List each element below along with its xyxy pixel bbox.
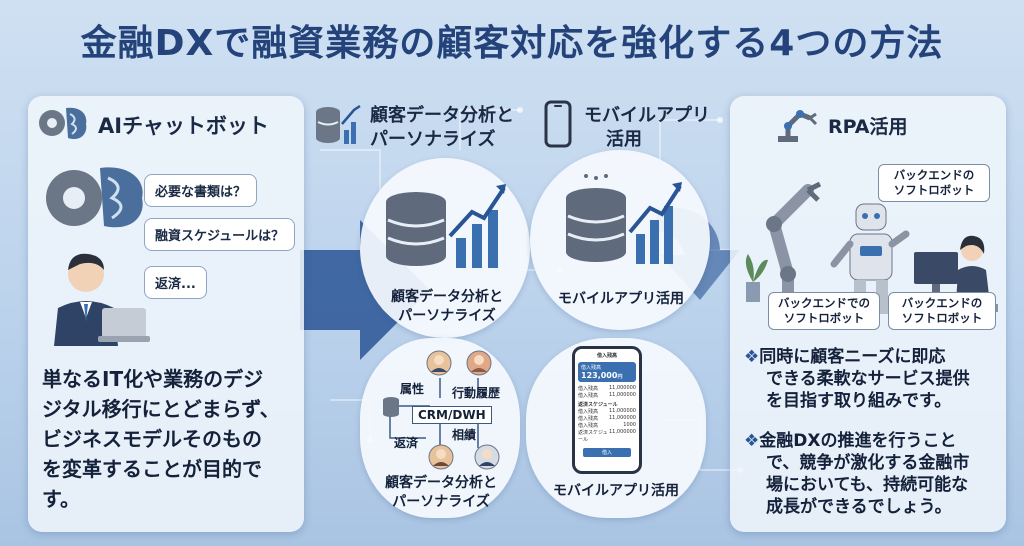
rpa-box-line: バックエンドの bbox=[901, 296, 983, 310]
phone-row-value: 1000 bbox=[623, 422, 636, 428]
rpa-bullet-2: ❖金融DXの推進を行うこと で、競争が激化する金融市 場においても、持続可能な … bbox=[744, 430, 969, 518]
database-icon bbox=[383, 397, 399, 417]
bullet-line: 成長ができるでしょう。 bbox=[766, 497, 952, 517]
phone-balance-label: 借入残高 bbox=[581, 365, 602, 371]
caption-line: パーソナライズ bbox=[398, 308, 496, 324]
database-growth-icon bbox=[386, 184, 506, 268]
ai-chatbot-label: AIチャットボット bbox=[98, 114, 269, 138]
bullet-text: 金融DXの推進を行うこと bbox=[759, 431, 957, 451]
ai-chatbot-panel: AIチャットボット 必要な書類は？ 融資スケジュールは？ 返済... 単なるIT… bbox=[28, 96, 304, 532]
page-title: 金融DXで融資業務の顧客対応を強化する4つの方法 bbox=[80, 23, 944, 64]
ai-description: 単なるIT化や業務のデジ ジタル移行にとどまらず、 ビジネスモデルそのもの を変… bbox=[42, 364, 280, 514]
rpa-bullet-1: ❖同時に顧客ニーズに即応 できる柔軟なサービス提供 を目指す取り組みです。 bbox=[744, 346, 970, 412]
ai-brain-gear-large-icon bbox=[46, 167, 143, 228]
ai-description-line: を変革することが目的で bbox=[42, 457, 262, 481]
phone-row-value: 11,000000 bbox=[608, 429, 636, 435]
phone-schedule-title: 返済スケジュール bbox=[578, 402, 618, 408]
header-line: パーソナライズ bbox=[370, 129, 496, 150]
bullet-line: を目指す取り組みです。 bbox=[766, 391, 952, 411]
phone-header: 借入残高 bbox=[596, 353, 617, 359]
phone-row-value: 11,000000 bbox=[608, 385, 636, 391]
crm-label-attribute: 属性 bbox=[400, 382, 425, 396]
header-line: モバイルアプリ bbox=[584, 105, 710, 126]
phone-row-label: 借入残高 bbox=[578, 393, 599, 399]
phone-row: 借入残高 11,000000 bbox=[575, 415, 639, 422]
phone-amount-value: 123,000 bbox=[581, 371, 618, 380]
phone-amount-unit: 円 bbox=[617, 374, 623, 380]
phone-row-label: 借入残高 bbox=[578, 423, 599, 429]
ai-brain-gear-icon bbox=[39, 107, 87, 140]
header-line: 顧客データ分析と bbox=[370, 105, 514, 126]
phone-row: 借入残高 1000 bbox=[575, 422, 639, 429]
person-avatar-icon bbox=[466, 350, 492, 376]
businessman-laptop-illustration bbox=[54, 253, 150, 346]
phone-row: 借入残高 11,000000 bbox=[575, 408, 639, 415]
database-chart-icon bbox=[316, 104, 361, 144]
chat-bubble-documents: 必要な書類は？ bbox=[144, 174, 258, 207]
phone-borrow-button[interactable]: 借入 bbox=[583, 448, 631, 457]
data-analysis-caption: 顧客データ分析と パーソナライズ bbox=[372, 288, 522, 326]
phone-mockup: 借入残高 借入残高 123,000円 借入残高 11,000000 借入残高 11,… bbox=[572, 346, 642, 474]
person-avatar-icon bbox=[426, 350, 452, 376]
phone-row-label: 借入残高 bbox=[578, 409, 599, 415]
ai-description-line: ビジネスモデルそのもの bbox=[42, 427, 262, 451]
ai-description-line: ジタル移行にとどまらず、 bbox=[42, 397, 280, 421]
rpa-panel: RPA活用 バックエンドの ソフトロボット バックエンドでの ソフトロボット バ… bbox=[730, 96, 1006, 532]
crm-label-repayment: 返済 bbox=[394, 436, 419, 450]
phone-row-value: 11,000000 bbox=[608, 408, 636, 414]
phone-balance-card: 借入残高 123,000円 bbox=[578, 362, 636, 382]
phone-row-label: 借入残高 bbox=[578, 416, 599, 422]
crm-label-record: 相績 bbox=[452, 428, 477, 442]
ai-description-line: す。 bbox=[42, 487, 80, 511]
data-analysis-header: 顧客データ分析と パーソナライズ bbox=[370, 104, 514, 152]
bullet-mark-icon: ❖ bbox=[744, 431, 760, 451]
rpa-box-line: ソフトロボット bbox=[783, 311, 865, 325]
rpa-box-line: バックエンドの bbox=[893, 168, 975, 182]
chat-bubble-schedule: 融資スケジュールは？ bbox=[144, 218, 296, 251]
rpa-box-backend-left: バックエンドでの ソフトロボット bbox=[768, 292, 880, 330]
caption-line: 顧客データ分析と bbox=[391, 289, 503, 305]
person-avatar-icon bbox=[474, 444, 500, 470]
phone-row-value: 11,000000 bbox=[608, 415, 636, 421]
bullet-line: ❖同時に顧客ニーズに即応 bbox=[744, 346, 970, 368]
rpa-box-backend-top: バックエンドの ソフトロボット bbox=[878, 164, 990, 202]
smartphone-icon bbox=[544, 100, 572, 148]
mobile-app-caption: モバイルアプリ活用 bbox=[558, 291, 684, 307]
rpa-box-line: ソフトロボット bbox=[893, 183, 975, 197]
ai-description-line: 単なるIT化や業務のデジ bbox=[42, 367, 264, 391]
phone-row-label: 借入残高 bbox=[578, 386, 599, 392]
rpa-box-line: ソフトロボット bbox=[901, 311, 983, 325]
rpa-box-line: バックエンドでの bbox=[778, 296, 870, 310]
bullet-line: 場においても、持続可能な bbox=[766, 475, 969, 495]
phone-row: 借入残高 11,000000 bbox=[575, 392, 639, 399]
rpa-label: RPA活用 bbox=[828, 116, 908, 138]
phone-row-value: 11,000000 bbox=[608, 392, 636, 398]
chat-bubble-repayment: 返済... bbox=[144, 266, 207, 299]
bullet-line: で、競争が激化する金融市 bbox=[766, 453, 970, 473]
phone-caption: モバイルアプリ活用 bbox=[553, 483, 679, 499]
bullet-line: できる柔軟なサービス提供 bbox=[766, 369, 970, 389]
person-avatar-icon bbox=[428, 444, 454, 470]
phone-balance-amount: 123,000円 bbox=[581, 371, 633, 380]
header-line: 活用 bbox=[606, 129, 642, 150]
bullet-mark-icon: ❖ bbox=[744, 347, 760, 367]
crm-caption: 顧客データ分析と パーソナライズ bbox=[366, 474, 516, 512]
crm-label-behavior: 行動履歴 bbox=[452, 386, 501, 400]
phone-row: 借入残高 11,000000 bbox=[575, 385, 639, 392]
robot-arm-icon bbox=[778, 110, 818, 142]
caption-line: パーソナライズ bbox=[392, 494, 490, 510]
bullet-line: ❖金融DXの推進を行うこと bbox=[744, 430, 969, 452]
crm-center: CRM/DWH bbox=[412, 406, 492, 424]
mobile-app-header: モバイルアプリ 活用 bbox=[584, 104, 710, 152]
rpa-box-backend-right: バックエンドの ソフトロボット bbox=[888, 292, 996, 330]
phone-row-label: 返済スケジュール bbox=[578, 430, 608, 443]
caption-line: 顧客データ分析と bbox=[385, 475, 497, 491]
flow-arrow-left bbox=[300, 220, 430, 360]
database-growth-icon-mobile bbox=[566, 174, 682, 264]
bullet-text: 同時に顧客ニーズに即応 bbox=[759, 347, 946, 367]
